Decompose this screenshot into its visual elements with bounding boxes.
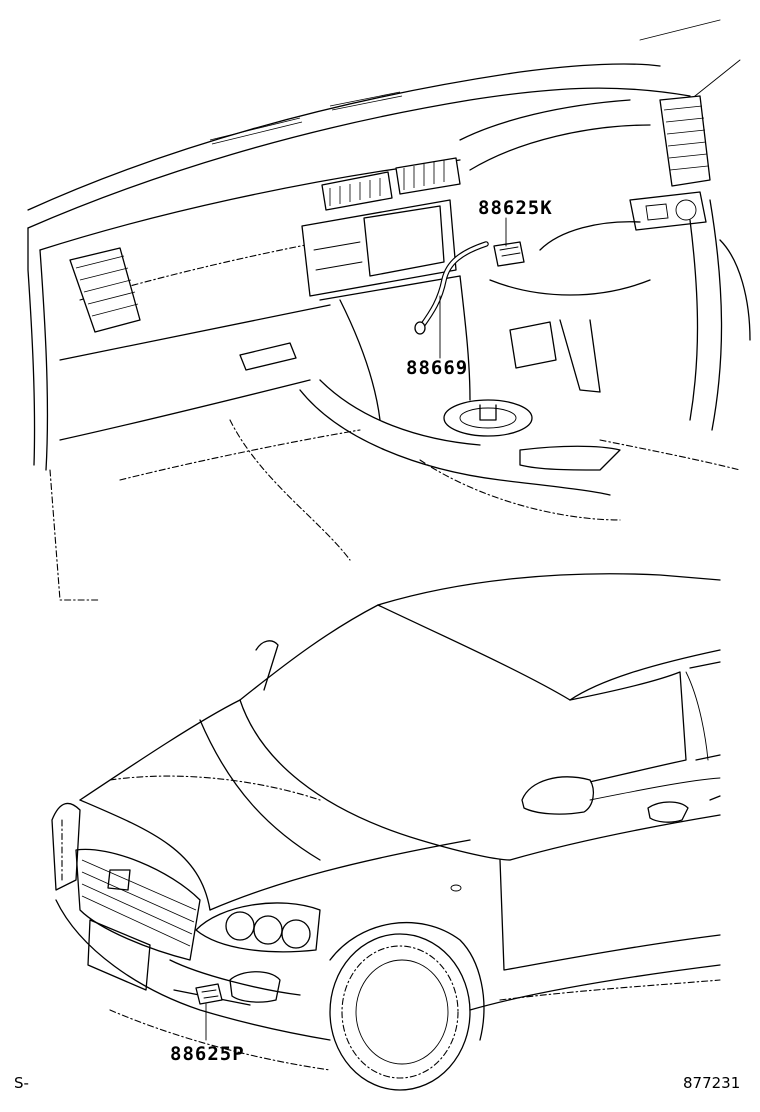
car-exterior-illustration — [51, 573, 721, 1091]
sensor-88625P — [195, 983, 223, 1005]
connector-88625K — [493, 241, 525, 267]
callout-88669: 88669 — [406, 357, 468, 379]
footer-left-code: S- — [14, 1074, 29, 1092]
dashboard-illustration — [27, 19, 751, 601]
callout-88625P: 88625P — [170, 1043, 245, 1065]
hose-88669 — [414, 241, 489, 335]
figure-number: 877231 — [683, 1074, 740, 1092]
callout-88625K: 88625K — [478, 197, 553, 219]
